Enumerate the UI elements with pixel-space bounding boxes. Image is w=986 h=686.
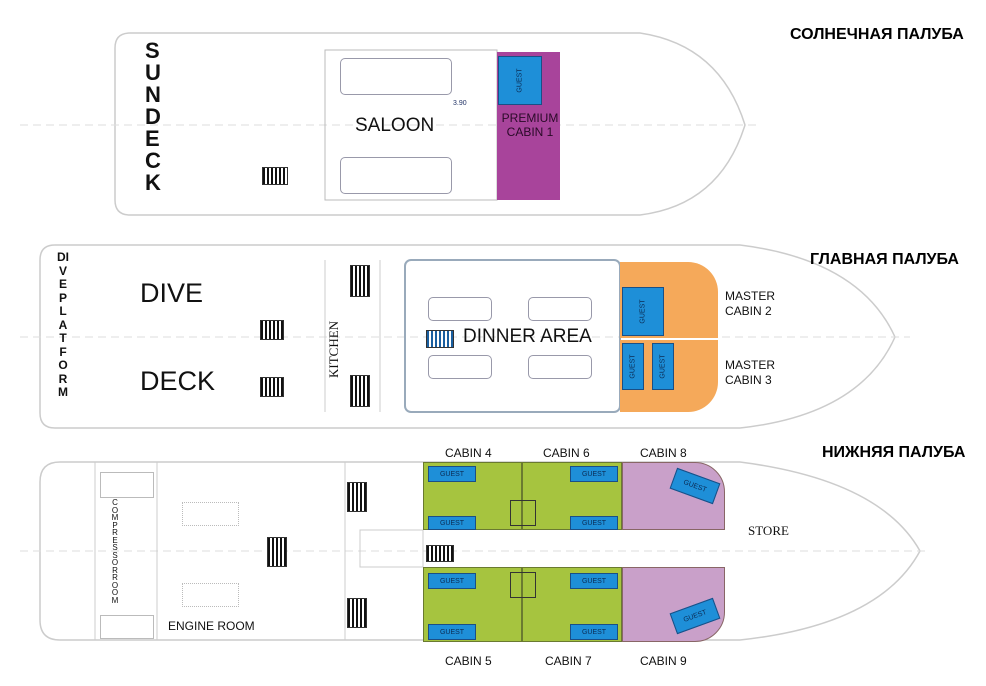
dimension-label: 3.90 [453, 100, 467, 107]
stairs [347, 598, 367, 628]
cabin-6-label: CABIN 6 [543, 446, 590, 460]
dining-table [528, 297, 592, 321]
engine [182, 583, 239, 607]
store-label: STORE [748, 523, 789, 538]
saloon-sofa [340, 58, 452, 95]
cabin-4-label: CABIN 4 [445, 446, 492, 460]
premium-cabin-label-line: PREMIUM [501, 111, 559, 125]
letter: S [145, 38, 160, 63]
engine [182, 502, 239, 526]
letter: K [145, 170, 161, 195]
dive-platform-label: DIVEPLATFORM [57, 250, 69, 399]
cabin-8-label: CABIN 8 [640, 446, 687, 460]
guest-bed: GUEST [498, 56, 542, 105]
saloon-sofa [340, 157, 452, 194]
stairs [426, 330, 454, 348]
guest-bed: GUEST [428, 573, 476, 589]
stairs [267, 537, 287, 567]
guest-bed: GUEST [652, 343, 674, 390]
master-cabin-2-label-line: CABIN 2 [725, 304, 772, 318]
compressor-room-label: COMPRESSORROOM [111, 498, 119, 605]
stairs [426, 545, 454, 562]
main-deck-hull [39, 244, 896, 429]
letter: N [145, 82, 161, 107]
shower [510, 572, 536, 598]
stairs [260, 377, 284, 397]
letter: D [145, 104, 161, 129]
guest-bed: GUEST [570, 466, 618, 482]
deck-label: DECK [140, 366, 216, 396]
guest-bed: GUEST [570, 624, 618, 640]
cabin-5-label: CABIN 5 [445, 654, 492, 668]
lower-deck-title: НИЖНЯЯ ПАЛУБА [822, 444, 966, 461]
stairs [350, 375, 370, 407]
lower-deck-hull [39, 461, 921, 641]
equipment [100, 472, 154, 498]
letter: E [145, 126, 160, 151]
cabin-7-label: CABIN 7 [545, 654, 592, 668]
stairs [347, 482, 367, 512]
master-cabin-3-label-line: MASTER [725, 358, 776, 372]
letter: U [145, 60, 161, 85]
master-cabin-2-label-line: MASTER [725, 289, 776, 303]
dining-table [528, 355, 592, 379]
sun-deck-title: СОЛНЕЧНАЯ ПАЛУБА [790, 26, 964, 43]
stairs [262, 167, 288, 185]
corridor [359, 529, 424, 568]
guest-label: GUEST [639, 299, 647, 324]
guest-bed: GUEST [428, 624, 476, 640]
guest-label: GUEST [629, 354, 637, 379]
shower [510, 500, 536, 526]
guest-label: GUEST [516, 68, 524, 93]
guest-bed: GUEST [428, 516, 476, 530]
guest-bed: GUEST [622, 287, 664, 336]
engine-room-label: ENGINE ROOM [168, 619, 255, 633]
guest-bed: GUEST [622, 343, 644, 390]
guest-bed: GUEST [570, 516, 618, 530]
kitchen-label: KITCHEN [326, 320, 341, 378]
dive-label: DIVE [140, 278, 204, 308]
stairs [260, 320, 284, 340]
stairs [350, 265, 370, 297]
sun-deck-hull [114, 32, 746, 216]
dining-table [428, 297, 492, 321]
guest-label: GUEST [659, 354, 667, 379]
cabin-9-label: CABIN 9 [640, 654, 687, 668]
guest-bed: GUEST [570, 573, 618, 589]
master-cabin-3-label-line: CABIN 3 [725, 373, 772, 387]
saloon-label: SALOON [355, 115, 435, 136]
dining-table [428, 355, 492, 379]
premium-cabin-label-line: CABIN 1 [506, 125, 554, 139]
main-deck-title: ГЛАВНАЯ ПАЛУБА [810, 251, 959, 268]
equipment [100, 615, 154, 639]
guest-bed: GUEST [428, 466, 476, 482]
letter: C [145, 148, 161, 173]
dinner-area-label: DINNER AREA [463, 326, 592, 347]
